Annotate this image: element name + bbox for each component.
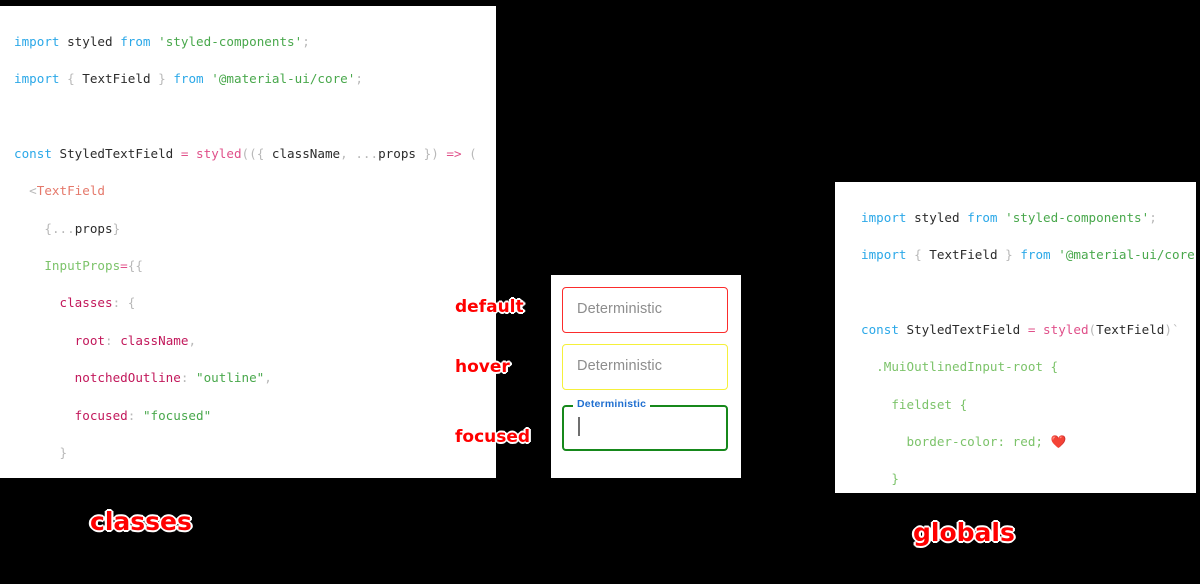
code-line: focused: "focused" bbox=[74, 407, 212, 423]
text-caret bbox=[578, 417, 580, 436]
code-line: import styled from 'styled-components'; bbox=[14, 33, 310, 49]
code-panel-globals: import styled from 'styled-components'; … bbox=[835, 182, 1196, 493]
panel-title-globals: globals bbox=[913, 518, 1015, 547]
textfield-focused[interactable]: Deterministic bbox=[562, 398, 728, 451]
code-line: <TextField bbox=[29, 183, 106, 199]
code-line: border-color: red; ❤️ bbox=[906, 434, 1067, 450]
panel-title-classes: classes bbox=[90, 507, 192, 536]
textfield-hover[interactable]: Deterministic bbox=[562, 344, 728, 390]
code-block-classes: import styled from 'styled-components'; … bbox=[0, 6, 496, 478]
code-line: .MuiOutlinedInput-root { bbox=[876, 359, 1059, 375]
code-block-globals: import styled from 'styled-components'; … bbox=[835, 182, 1196, 493]
code-line: root: className, bbox=[74, 332, 197, 348]
code-line: } bbox=[59, 445, 68, 460]
code-line bbox=[14, 107, 496, 126]
annotation-hover: hover bbox=[455, 357, 510, 377]
textfield-focused-label: Deterministic bbox=[573, 398, 651, 410]
code-line: const StyledTextField = styled(TextField… bbox=[861, 321, 1180, 337]
preview-card: Deterministic Deterministic Deterministi… bbox=[551, 275, 741, 478]
code-line: const StyledTextField = styled(({ classN… bbox=[14, 145, 477, 161]
annotation-focused: focused bbox=[455, 427, 531, 447]
code-line: classes: { bbox=[59, 295, 136, 311]
code-line: InputProps={{ bbox=[44, 258, 143, 274]
code-line bbox=[861, 283, 1196, 302]
textfield-default[interactable]: Deterministic bbox=[562, 287, 728, 333]
code-line: import { TextField } from '@material-ui/… bbox=[861, 247, 1196, 263]
code-line: notchedOutline: "outline", bbox=[74, 370, 272, 386]
code-line: import { TextField } from '@material-ui/… bbox=[14, 71, 363, 87]
code-panel-classes: import styled from 'styled-components'; … bbox=[0, 6, 496, 478]
code-line: import styled from 'styled-components'; bbox=[861, 209, 1157, 225]
textfield-hover-value: Deterministic bbox=[577, 358, 663, 374]
code-line: {...props} bbox=[44, 220, 121, 236]
textfield-default-value: Deterministic bbox=[577, 301, 663, 317]
code-line: fieldset { bbox=[891, 396, 968, 412]
annotation-default: default bbox=[455, 297, 524, 317]
code-line: } bbox=[891, 471, 899, 487]
